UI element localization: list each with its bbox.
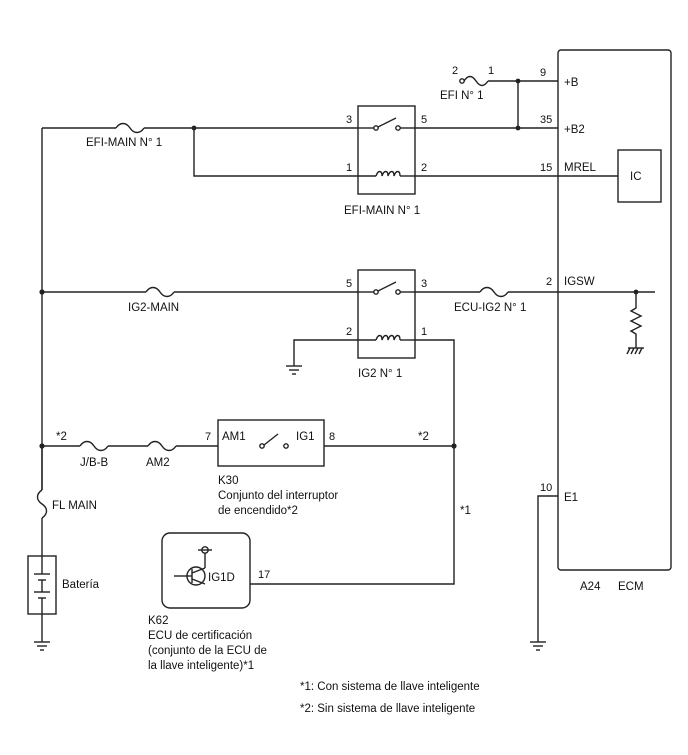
efi-no1-fuse: 2 1 EFI N° 1 (440, 65, 558, 128)
k62-pin-17: 17 (258, 569, 270, 581)
fl-main-fusible-link: FL MAIN (36, 446, 97, 556)
efi-no1-pin-1: 1 (488, 65, 494, 77)
ecm-pin-9: 9 (540, 67, 546, 79)
efi-main-relay-pin-3: 3 (346, 114, 352, 126)
am2-fuse-label: AM2 (146, 457, 170, 469)
k30-desc-1: Conjunto del interruptor (218, 490, 338, 502)
efi-main-relay: 3 5 1 2 EFI-MAIN N° 1 (344, 105, 558, 217)
ig2-relay-pin-1: 1 (421, 326, 427, 338)
efi-main-row: EFI-MAIN N° 1 (42, 122, 358, 177)
footnotes: *1: Con sistema de llave inteligente *2:… (300, 681, 480, 715)
ecm-pin-9-label: +B (564, 77, 579, 89)
efi-no1-fuse-label: EFI N° 1 (440, 90, 484, 102)
ecm-connector-label: A24 (580, 581, 601, 593)
ecm-pin-15-label: MREL (564, 162, 597, 174)
efi-main-relay-pin-1: 1 (346, 162, 352, 174)
ig2-relay-pin-5: 5 (346, 278, 352, 290)
k62-desc-3: la llave inteligente)*1 (148, 660, 254, 672)
k62-certification-ecu: IG1D 17 K62 ECU de certificación (conjun… (148, 532, 270, 672)
efi-main-relay-pin-5: 5 (421, 114, 427, 126)
k62-feed: *1 (250, 446, 471, 585)
e1-ground (530, 495, 558, 651)
k30-term-ig1: IG1 (296, 431, 315, 443)
ig2-relay-label: IG2 N° 1 (358, 368, 402, 380)
ecm-pin-10: 10 (540, 482, 552, 494)
ecm-pin-2-label: IGSW (564, 276, 595, 288)
k62-desc-1: ECU de certificación (148, 630, 252, 642)
k62-code: K62 (148, 615, 168, 627)
battery: Batería (27, 555, 100, 651)
jb-fuse-label: J/B-B (80, 457, 108, 469)
ig2-relay-pin-2: 2 (346, 326, 352, 338)
k30-pin-7: 7 (205, 431, 211, 443)
ecm-pin-35-label: +B2 (564, 124, 585, 136)
k62-desc-2: (conjunto de la ECU de (148, 645, 267, 657)
efi-main-relay-label: EFI-MAIN N° 1 (344, 205, 420, 217)
ig2-main-fuse-label: IG2-MAIN (128, 302, 179, 314)
fl-main-label: FL MAIN (52, 500, 97, 512)
ig2-relay-pin-3: 3 (421, 278, 427, 290)
ecm-pin-35: 35 (540, 114, 552, 126)
ig2-relay: 5 3 2 1 IG2 N° 1 ECU-IG2 N° 1 (286, 269, 558, 446)
main-bus (39, 128, 45, 490)
k30-code: K30 (218, 475, 238, 487)
efi-main-relay-pin-2: 2 (421, 162, 427, 174)
efi-no1-pin-2: 2 (452, 65, 458, 77)
note-1: *1: Con sistema de llave inteligente (300, 681, 480, 693)
k30-term-am1: AM1 (222, 431, 246, 443)
star2-left-mark: *2 (56, 431, 67, 443)
ig2-row: IG2-MAIN (42, 286, 358, 314)
note-2: *2: Sin sistema de llave inteligente (300, 703, 475, 715)
ecu-ig2-fuse-label: ECU-IG2 N° 1 (454, 302, 526, 314)
ecm-ic-label: IC (630, 171, 642, 183)
k30-row: *2 J/B-B AM2 (42, 431, 218, 469)
star1-mark: *1 (460, 505, 471, 517)
ecm-name-label: ECM (618, 581, 644, 593)
k30-ignition-switch: 7 8 AM1 IG1 *2 K30 Conjunto del interrup… (205, 419, 457, 517)
battery-label: Batería (62, 579, 100, 591)
ecm-pin-10-label: E1 (564, 492, 578, 504)
k62-term-ig1d: IG1D (208, 572, 235, 584)
ecm-block: A24 ECM IC 9 +B 35 +B2 15 MREL 2 IGSW 10… (540, 49, 672, 593)
ecm-pin-15: 15 (540, 162, 552, 174)
k30-pin-8: 8 (329, 431, 335, 443)
k30-desc-2: de encendido*2 (218, 505, 298, 517)
efi-main-fuse-label: EFI-MAIN N° 1 (86, 137, 162, 149)
ecm-pin-2: 2 (546, 276, 552, 288)
star2-right-mark: *2 (418, 431, 429, 443)
